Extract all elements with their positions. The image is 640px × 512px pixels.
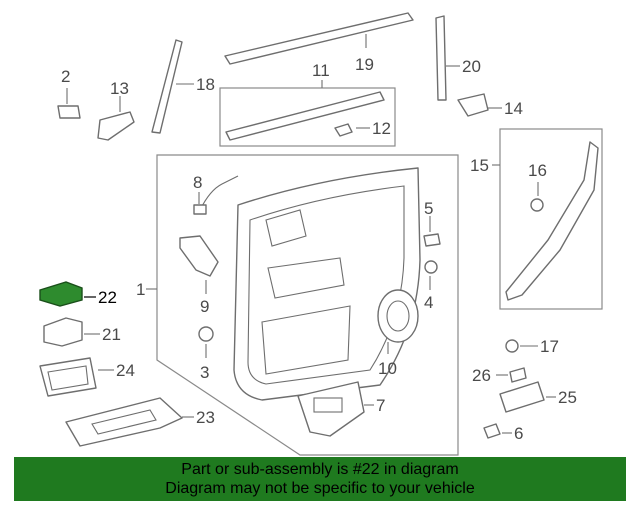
callout-15: 15 bbox=[470, 156, 489, 175]
callout-10: 10 bbox=[378, 359, 397, 378]
banner-line-1: Part or sub-assembly is #22 in diagram bbox=[181, 461, 459, 478]
parts-diagram: 2 13 18 19 20 11 12 14 15 16 1 8 9 3 5 4… bbox=[39, 12, 603, 456]
part-23-base bbox=[65, 397, 183, 447]
part-7-switch bbox=[313, 397, 343, 413]
callout-12: 12 bbox=[372, 119, 391, 138]
part-1-pocket bbox=[261, 305, 351, 375]
part-11-molding bbox=[225, 91, 385, 141]
banner-line-2: Diagram may not be specific to your vehi… bbox=[165, 480, 475, 497]
callout-8: 8 bbox=[193, 173, 202, 192]
callout-11: 11 bbox=[312, 61, 330, 80]
group-frame-11 bbox=[219, 87, 396, 147]
part-19-molding bbox=[224, 12, 414, 65]
callout-20: 20 bbox=[462, 57, 481, 76]
callout-26: 26 bbox=[472, 366, 491, 385]
part-6-screw bbox=[483, 423, 501, 439]
part-24-box-inner bbox=[47, 365, 89, 391]
part-12-clip bbox=[334, 123, 353, 137]
part-10-speaker bbox=[377, 289, 419, 343]
callout-19: 19 bbox=[355, 55, 374, 74]
callout-3: 3 bbox=[200, 363, 209, 382]
group-frame-15 bbox=[499, 128, 603, 310]
part-25-lamp bbox=[499, 381, 545, 413]
fitment-banner: Part or sub-assembly is #22 in diagram D… bbox=[14, 457, 626, 501]
part-1-armrest bbox=[267, 257, 345, 299]
part-10-speaker-cone bbox=[386, 300, 410, 332]
part-5-clip bbox=[423, 233, 441, 247]
callout-13: 13 bbox=[110, 79, 129, 98]
part-4-clip bbox=[424, 260, 438, 274]
callout-23: 23 bbox=[196, 408, 215, 427]
part-21-holder bbox=[43, 317, 83, 347]
part-15-garnish bbox=[505, 141, 599, 301]
part-17-clip bbox=[505, 339, 519, 353]
callout-16: 16 bbox=[528, 161, 547, 180]
part-8-connector bbox=[193, 204, 207, 215]
part-20-garnish bbox=[435, 15, 447, 101]
part-23-recess bbox=[91, 409, 157, 435]
part-26-screw bbox=[509, 367, 527, 383]
callout-21: 21 bbox=[102, 325, 121, 344]
callout-6: 6 bbox=[514, 424, 523, 443]
callout-1: 1 bbox=[136, 280, 145, 299]
part-24-box bbox=[39, 357, 97, 397]
part-7-bezel bbox=[297, 381, 365, 437]
group-frame-1 bbox=[156, 154, 459, 456]
part-18-garnish bbox=[151, 39, 183, 134]
callout-14: 14 bbox=[504, 99, 523, 118]
part-1-handle-bezel bbox=[265, 209, 307, 247]
part-1-door-panel bbox=[233, 167, 421, 401]
callout-7: 7 bbox=[376, 396, 385, 415]
callout-24: 24 bbox=[116, 361, 135, 380]
part-22-switch bbox=[39, 281, 83, 307]
callout-22: 22 bbox=[98, 288, 117, 307]
callout-5: 5 bbox=[424, 199, 433, 218]
part-2-clip bbox=[57, 105, 81, 119]
callout-9: 9 bbox=[200, 297, 209, 316]
callout-2: 2 bbox=[61, 67, 70, 86]
part-9-lamp bbox=[179, 235, 219, 277]
part-16-clip bbox=[530, 198, 544, 212]
callout-17: 17 bbox=[540, 337, 559, 356]
part-3-clip bbox=[198, 326, 214, 342]
part-13-bracket bbox=[97, 111, 135, 141]
callout-18: 18 bbox=[196, 75, 215, 94]
part-14-bracket bbox=[457, 93, 489, 117]
callout-4: 4 bbox=[424, 293, 433, 312]
callout-25: 25 bbox=[558, 388, 577, 407]
